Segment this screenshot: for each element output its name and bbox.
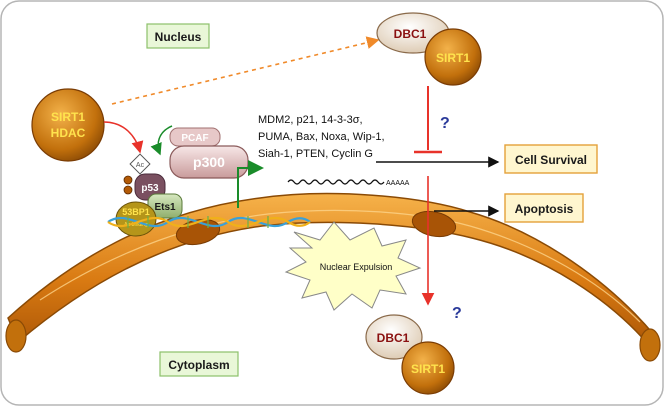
cell-survival-text: Cell Survival (515, 153, 587, 167)
cytoplasm-text: Cytoplasm (168, 358, 229, 372)
transcription-arrow (237, 160, 264, 208)
acetylation-arrow (150, 125, 173, 156)
target-gene-line-1: MDM2, p21, 14-3-3σ, (258, 114, 363, 126)
target-gene-line-2: PUMA, Bax, Noxa, Wip-1, (258, 131, 385, 143)
sirt1-bottom (401, 341, 455, 395)
p53bp1: 53BP1 Ab binding (115, 201, 157, 237)
sirt1-top (424, 28, 482, 86)
dna-helix (107, 216, 311, 228)
dotted-translocation-arrow (111, 36, 380, 105)
sirt1-hdac-line2: HDAC (51, 126, 86, 140)
p53bp1-text: 53BP1 (122, 207, 150, 217)
sirt1-hdac: SIRT1 HDAC (31, 88, 105, 162)
sirt1-bottom-text: SIRT1 (411, 362, 445, 376)
question-mark-1: ? (440, 115, 450, 132)
dbc1-bottom (365, 314, 423, 360)
sirt1-top-text: SIRT1 (436, 51, 470, 65)
dbc1-sirt1-complex-bottom: DBC1 SIRT1 (365, 314, 455, 395)
mrna-polya-text: AAAAA (386, 180, 410, 187)
ets1: Ets1 (147, 193, 183, 219)
acetyl-group: Ac (129, 153, 151, 175)
deacetylation-arrow (103, 121, 144, 154)
pcaf: PCAF (169, 127, 221, 147)
nuclear-expulsion-text: Nuclear Expulsion (320, 262, 393, 272)
sirt1-hdac-line1: SIRT1 (51, 110, 85, 124)
target-gene-line-3: Siah-1, PTEN, Cyclin G (258, 148, 373, 160)
dbc1-sirt1-complex-top: DBC1 SIRT1 (376, 12, 482, 86)
ets1-text: Ets1 (154, 202, 176, 213)
cell-survival-box: Cell Survival (504, 144, 598, 174)
apoptosis-box: Apoptosis (504, 193, 584, 223)
nucleus-label: Nucleus (146, 23, 210, 49)
p53bp1-sub-text: Ab binding (124, 222, 148, 228)
mrna-wave (287, 179, 385, 185)
ac-text: Ac (136, 162, 145, 169)
question-mark-2: ? (452, 305, 462, 322)
p53-text: p53 (141, 183, 159, 194)
p300: p300 (169, 145, 249, 179)
p300-text: p300 (193, 154, 225, 170)
nuclear-expulsion-burst: Nuclear Expulsion (284, 221, 422, 311)
nucleus-text: Nucleus (155, 30, 202, 44)
cytoplasm-label: Cytoplasm (159, 351, 239, 377)
pcaf-text: PCAF (181, 133, 208, 144)
dbc1-bottom-text: DBC1 (377, 331, 410, 345)
apoptosis-text: Apoptosis (515, 202, 574, 216)
dbc1-top-text: DBC1 (394, 27, 427, 41)
